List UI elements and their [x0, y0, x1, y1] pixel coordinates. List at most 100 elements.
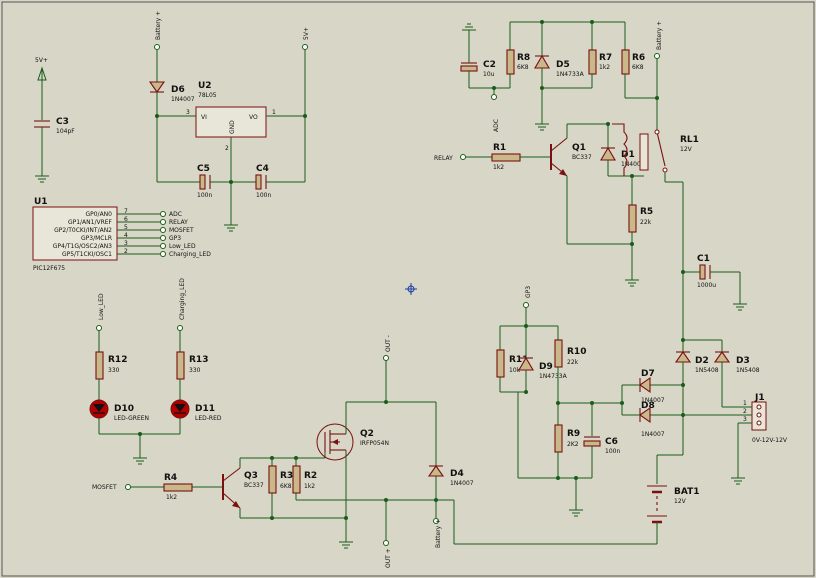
terminal-mosfet-in: MOSFET	[92, 484, 131, 491]
svg-text:Charging_LED: Charging_LED	[179, 278, 186, 320]
ground-d5	[535, 123, 549, 131]
svg-text:MOSFET: MOSFET	[92, 484, 117, 491]
svg-text:R5: R5	[640, 207, 653, 217]
svg-text:3: 3	[124, 240, 128, 247]
svg-text:10u: 10u	[483, 71, 495, 78]
svg-text:1N4007: 1N4007	[621, 161, 645, 168]
svg-text:VO: VO	[249, 114, 258, 121]
ground-mosfet	[339, 541, 353, 549]
svg-text:6: 6	[124, 216, 128, 223]
mosfet-q2: Q2 IRFP054N	[316, 423, 389, 461]
svg-text:Low_LED: Low_LED	[169, 243, 196, 250]
svg-text:BC337: BC337	[572, 154, 592, 161]
svg-text:R8: R8	[517, 53, 530, 63]
svg-text:6K8: 6K8	[517, 64, 529, 71]
svg-text:D4: D4	[450, 469, 464, 479]
resistor-r12: R12 330	[95, 351, 127, 380]
svg-text:D9: D9	[539, 362, 553, 372]
connector-j1: J1 1 2 3 0V-12V-12V	[743, 393, 788, 444]
svg-text:IRFP054N: IRFP054N	[360, 440, 389, 447]
svg-text:6K8: 6K8	[632, 64, 644, 71]
svg-text:2: 2	[124, 248, 128, 255]
svg-text:D2: D2	[695, 356, 709, 366]
svg-text:RELAY: RELAY	[434, 155, 453, 162]
origin-marker	[405, 283, 417, 295]
svg-text:330: 330	[189, 367, 201, 374]
svg-text:1k2: 1k2	[304, 483, 315, 490]
svg-text:Q3: Q3	[244, 471, 258, 481]
terminal-relay-in: RELAY	[434, 154, 466, 162]
svg-text:6K8: 6K8	[280, 483, 292, 490]
capacitor-c3: C3 104pF	[34, 117, 75, 176]
capacitor-c1: C1 1000u	[697, 254, 716, 289]
svg-text:J1: J1	[754, 393, 765, 403]
terminal-battery-plus-right: Battery +	[654, 21, 663, 59]
svg-text:D7: D7	[641, 369, 655, 379]
svg-text:MOSFET: MOSFET	[169, 227, 194, 234]
svg-text:GP0/AN0: GP0/AN0	[85, 211, 112, 218]
svg-text:D8: D8	[641, 401, 655, 411]
resistor-r10: R10 22k	[554, 339, 586, 368]
svg-text:OUT -: OUT -	[385, 335, 392, 352]
svg-text:LED-GREEN: LED-GREEN	[114, 415, 149, 422]
terminal-adc: ADC	[491, 94, 500, 132]
led-d11: D11 LED-RED	[170, 399, 222, 422]
resistor-r9: R9 2K2	[554, 424, 580, 453]
svg-text:1000u: 1000u	[697, 282, 716, 289]
svg-text:D1: D1	[621, 150, 635, 160]
svg-text:D3: D3	[736, 356, 750, 366]
terminal-battery-plus-bottom: Battery +	[433, 518, 442, 548]
svg-text:R9: R9	[567, 429, 580, 439]
svg-text:OUT +: OUT +	[385, 548, 392, 568]
svg-text:100n: 100n	[605, 448, 620, 455]
ground-r5	[625, 279, 639, 287]
svg-text:LED-RED: LED-RED	[195, 415, 222, 422]
svg-text:104pF: 104pF	[56, 128, 75, 135]
svg-text:Battery +: Battery +	[435, 519, 442, 548]
resistor-r5: R5 22k	[628, 204, 653, 233]
svg-text:Charging_LED: Charging_LED	[169, 251, 211, 258]
svg-text:ADC: ADC	[493, 119, 500, 132]
svg-text:5V+: 5V+	[303, 27, 310, 40]
svg-text:5V+: 5V+	[35, 57, 48, 64]
terminal-charging-led: Charging_LED	[177, 278, 186, 331]
svg-text:1N4007: 1N4007	[641, 431, 665, 438]
svg-text:R7: R7	[599, 53, 612, 63]
svg-text:GP4/T1G/OSC2/AN3: GP4/T1G/OSC2/AN3	[53, 243, 112, 250]
svg-text:GP3: GP3	[169, 235, 181, 242]
resistor-r13: R13 330	[176, 351, 208, 380]
svg-text:1: 1	[743, 400, 747, 407]
svg-text:R6: R6	[632, 53, 645, 63]
battery-bat1: BAT1 12V	[647, 485, 700, 524]
svg-text:D10: D10	[114, 404, 134, 414]
terminal-out-plus: OUT +	[383, 540, 392, 568]
svg-text:GP1/AN1/VREF: GP1/AN1/VREF	[68, 219, 113, 226]
terminal-battery-plus-top: Battery +	[154, 11, 162, 50]
svg-text:1N5408: 1N5408	[695, 367, 719, 374]
svg-text:R10: R10	[567, 347, 586, 357]
svg-text:RL1: RL1	[680, 135, 699, 145]
svg-text:R3: R3	[280, 471, 293, 481]
diode-d3: D3 1N5408	[713, 351, 760, 374]
svg-text:100n: 100n	[256, 192, 271, 199]
svg-text:1N4007: 1N4007	[171, 96, 195, 103]
svg-text:C4: C4	[256, 164, 269, 174]
svg-text:1: 1	[272, 109, 276, 116]
svg-text:78L05: 78L05	[198, 92, 217, 99]
svg-text:1N5408: 1N5408	[736, 367, 760, 374]
resistor-r1: R1 1k2	[491, 143, 521, 171]
svg-text:3: 3	[186, 109, 190, 116]
svg-text:R4: R4	[164, 473, 177, 483]
svg-text:BC337: BC337	[244, 482, 264, 489]
led-d10: D10 LED-GREEN	[89, 399, 149, 422]
regulator-u2: VI VO GND 3 1 2 U2 78L05	[186, 81, 276, 152]
svg-text:U1: U1	[34, 197, 48, 207]
svg-text:2K2: 2K2	[567, 441, 579, 448]
svg-text:1N4007: 1N4007	[450, 480, 474, 487]
svg-text:2: 2	[225, 145, 229, 152]
svg-text:C2: C2	[483, 60, 496, 70]
svg-text:7: 7	[124, 208, 128, 215]
svg-text:100n: 100n	[197, 192, 212, 199]
diode-d8: D8 1N4007	[639, 401, 665, 438]
svg-text:2: 2	[743, 408, 747, 415]
